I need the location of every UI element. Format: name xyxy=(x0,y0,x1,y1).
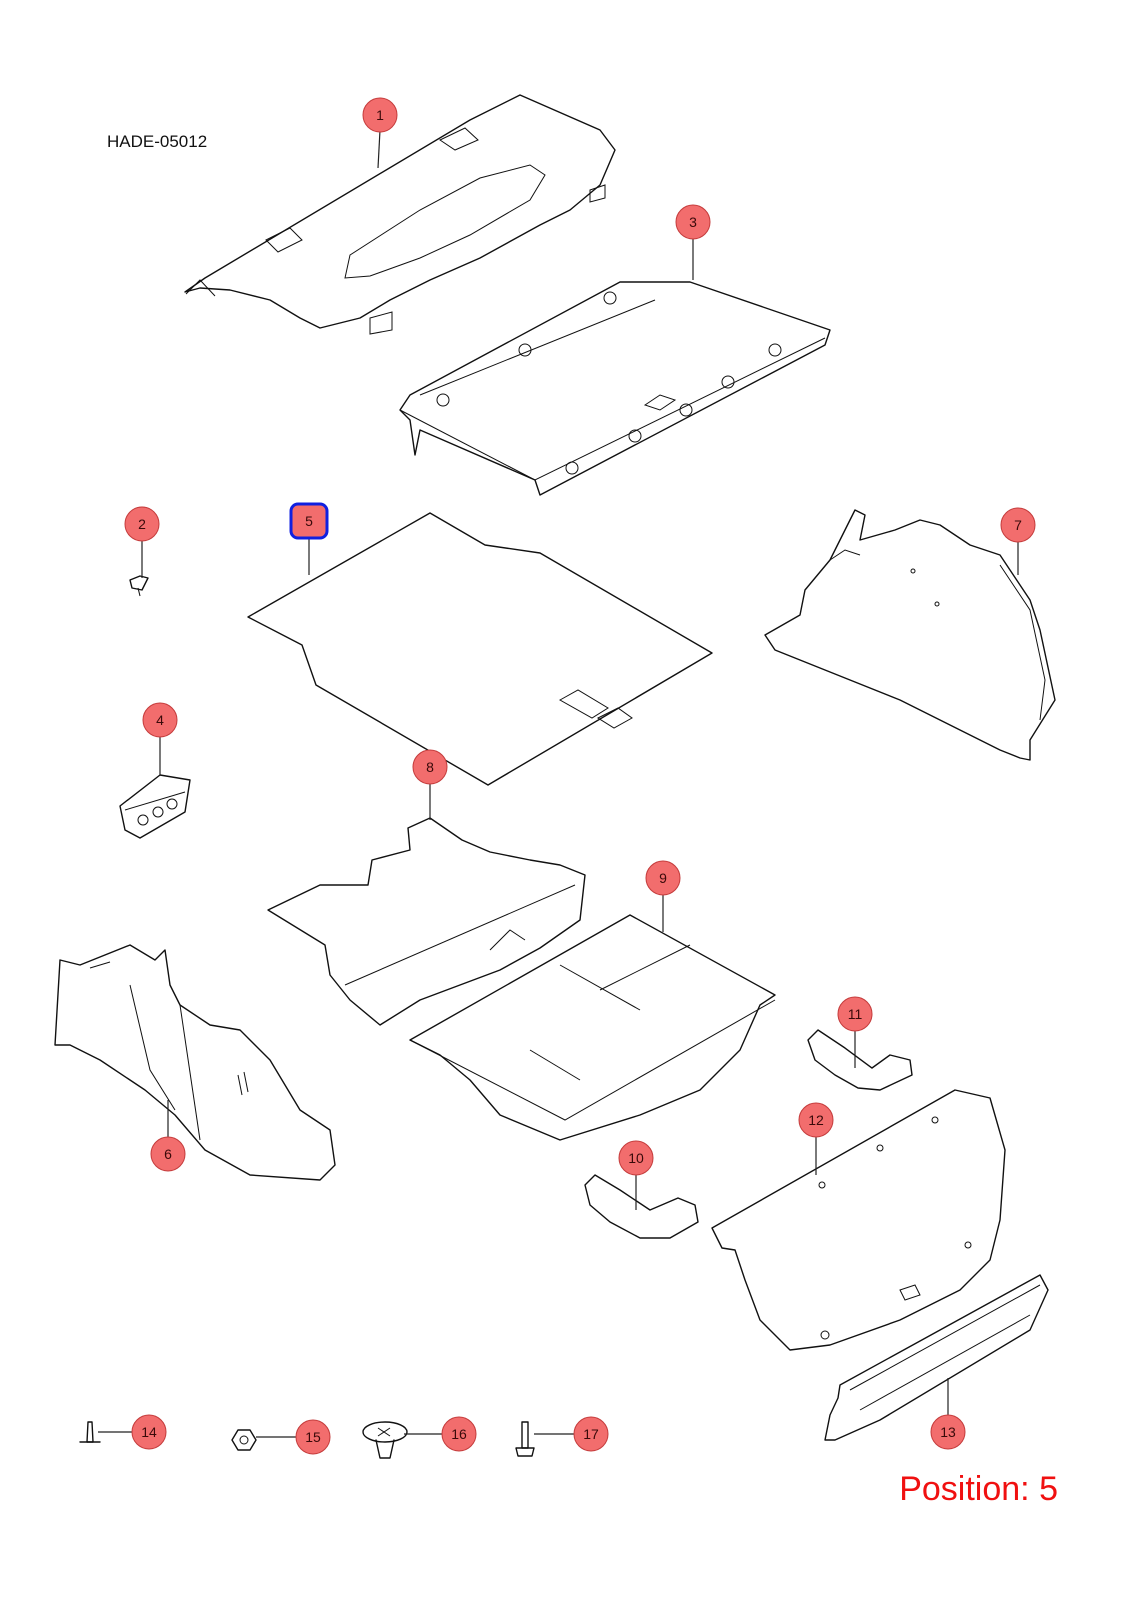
position-value: 5 xyxy=(1039,1470,1058,1508)
callout-10[interactable]: 10 xyxy=(618,1140,654,1176)
callout-15[interactable]: 15 xyxy=(295,1419,331,1455)
part-15-nut[interactable] xyxy=(231,1429,257,1451)
part-8-trunk-mat[interactable] xyxy=(267,817,586,1026)
part-2-clip[interactable] xyxy=(129,575,149,597)
part-9-spare-wheel-tray[interactable] xyxy=(409,914,776,1141)
callout-10-label: 10 xyxy=(628,1150,644,1166)
callout-11[interactable]: 11 xyxy=(837,996,873,1032)
callout-14[interactable]: 14 xyxy=(131,1414,167,1450)
callout-11-label: 11 xyxy=(848,1006,863,1022)
callout-1[interactable]: 1 xyxy=(362,97,398,133)
position-indicator: Position: 5 xyxy=(899,1470,1058,1509)
callout-17[interactable]: 17 xyxy=(573,1416,609,1452)
callout-2[interactable]: 2 xyxy=(124,506,160,542)
callout-3[interactable]: 3 xyxy=(675,204,711,240)
callout-17-label: 17 xyxy=(583,1426,599,1442)
callout-16[interactable]: 16 xyxy=(441,1416,477,1452)
part-3-package-tray[interactable] xyxy=(399,281,831,496)
part-17-bolt[interactable] xyxy=(515,1421,535,1457)
part-14-fastener[interactable] xyxy=(79,1421,101,1443)
part-16-clip[interactable] xyxy=(362,1421,408,1459)
callout-9[interactable]: 9 xyxy=(645,860,681,896)
part-10-trim-bracket[interactable] xyxy=(584,1174,699,1239)
callout-8-label: 8 xyxy=(426,759,434,775)
callout-2-label: 2 xyxy=(138,516,146,532)
callout-3-label: 3 xyxy=(689,214,697,230)
callout-7-label: 7 xyxy=(1014,517,1022,533)
callout-5[interactable]: 5 xyxy=(289,502,329,540)
callout-14-label: 14 xyxy=(141,1424,157,1440)
callout-1-label: 1 xyxy=(376,107,384,123)
part-13-sill-plate[interactable] xyxy=(824,1274,1049,1441)
diagram-id: HADE-05012 xyxy=(107,132,208,151)
callout-12-label: 12 xyxy=(808,1112,824,1128)
part-7-right-side-trim[interactable] xyxy=(764,509,1056,761)
callout-4-label: 4 xyxy=(156,712,164,728)
callout-6-label: 6 xyxy=(164,1146,172,1162)
position-prefix: Position: xyxy=(899,1470,1030,1508)
part-12-trunk-lid-trim[interactable] xyxy=(711,1089,1006,1351)
part-11-trim-bracket[interactable] xyxy=(807,1029,913,1091)
part-4-trunk-socket[interactable] xyxy=(119,774,191,839)
callout-12[interactable]: 12 xyxy=(798,1102,834,1138)
part-6-left-side-trim[interactable] xyxy=(54,944,336,1181)
part-1-parcel-shelf[interactable] xyxy=(184,94,616,335)
callout-15-label: 15 xyxy=(305,1429,321,1445)
callout-6[interactable]: 6 xyxy=(150,1136,186,1172)
callout-8[interactable]: 8 xyxy=(412,749,448,785)
callout-7[interactable]: 7 xyxy=(1000,507,1036,543)
callout-13[interactable]: 13 xyxy=(930,1414,966,1450)
callout-4[interactable]: 4 xyxy=(142,702,178,738)
callout-16-label: 16 xyxy=(451,1426,467,1442)
callout-5-label: 5 xyxy=(305,513,313,529)
callout-9-label: 9 xyxy=(659,870,667,886)
callout-13-label: 13 xyxy=(940,1424,956,1440)
part-5-trunk-floor-board[interactable] xyxy=(247,512,713,786)
leader-lines xyxy=(98,129,1019,1438)
